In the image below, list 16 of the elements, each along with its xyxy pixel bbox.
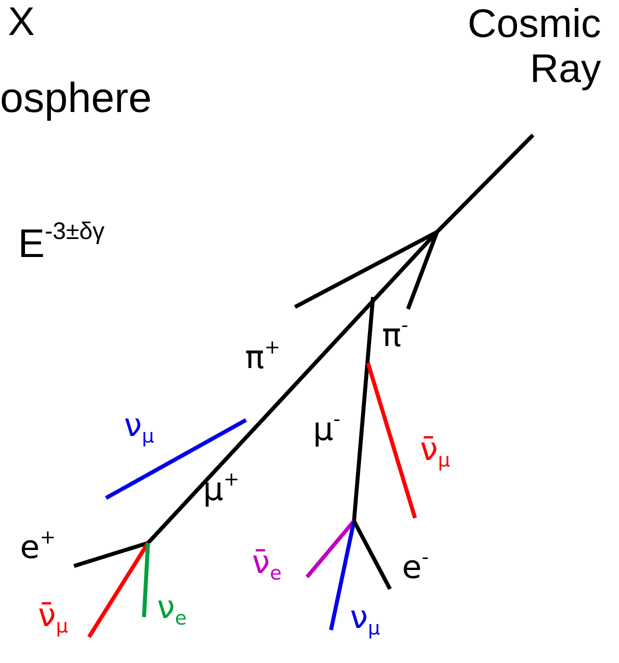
particle-label: π$^{-}$: [382, 318, 408, 354]
particle-label: μ$^{+}$: [203, 472, 240, 508]
particle-label: ν$_{e}$: [157, 590, 187, 626]
particle-label: e$^{-}$: [402, 550, 429, 586]
particle-label: π$^{+}$: [245, 340, 280, 376]
particle-label: ν̄$_{μ}$: [38, 598, 68, 634]
spectrum-formula: E$^{-3±δγ}$: [18, 222, 105, 267]
cosmic-ray-label: Cosmic Ray: [466, 2, 601, 92]
particle-label: ν$_{μ}$: [124, 408, 154, 444]
particle-label: ν̄$_{e}$: [252, 545, 282, 581]
atmosphere-label: osphere: [0, 74, 152, 122]
particle-label: e$^{+}$: [20, 530, 56, 566]
heading-letter: X: [8, 0, 35, 45]
particle-label: ν$_{μ}$: [350, 600, 380, 636]
particle-label: ν̄$_{μ}$: [420, 432, 450, 468]
particle-label: μ$^{-}$: [313, 412, 340, 448]
